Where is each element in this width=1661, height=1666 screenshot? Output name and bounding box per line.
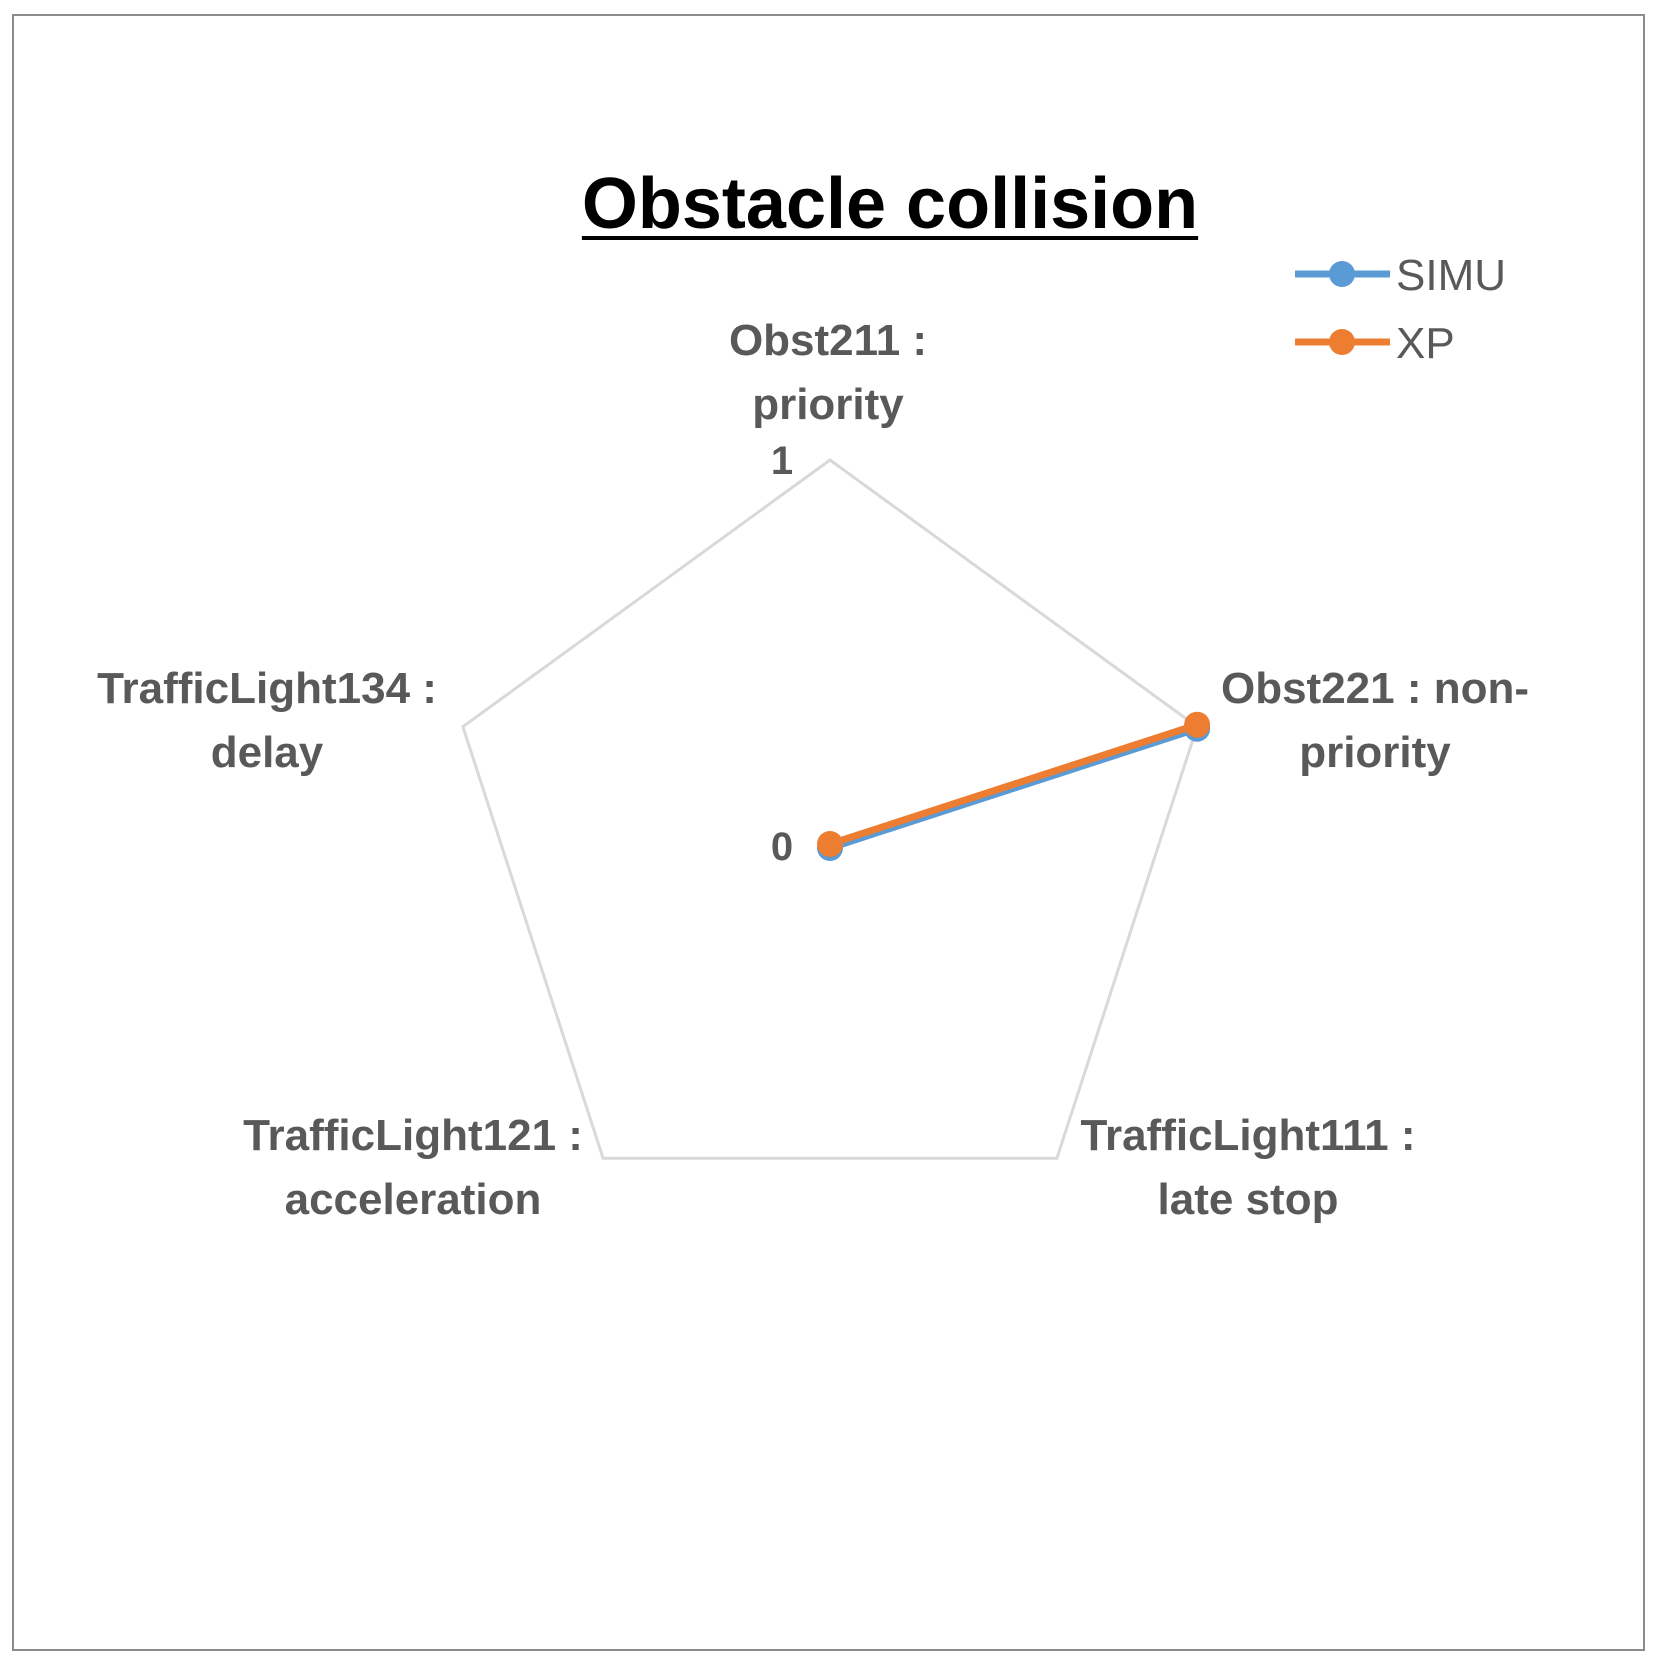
legend-entry-xp: XP xyxy=(1295,319,1455,368)
category-label: priority xyxy=(752,380,904,429)
category-label: TrafficLight111 : xyxy=(1081,1111,1416,1160)
legend: SIMU XP xyxy=(1295,251,1506,368)
radar-grid xyxy=(461,458,1199,1160)
radar-outer-ring xyxy=(461,458,1199,1160)
category-label: Obst221 : non- xyxy=(1221,664,1529,713)
category-label: late stop xyxy=(1158,1175,1339,1224)
legend-marker xyxy=(1329,261,1355,287)
data-series xyxy=(817,711,1211,861)
legend-marker xyxy=(1329,329,1355,355)
category-label: TrafficLight121 : xyxy=(243,1111,583,1160)
series-line xyxy=(828,721,1199,848)
chart-title-group: Obstacle collision xyxy=(581,164,1199,244)
legend-label: XP xyxy=(1396,319,1455,368)
category-label: TrafficLight134 : xyxy=(97,664,437,713)
radial-ticks: 01 xyxy=(771,439,793,869)
data-point xyxy=(817,831,843,857)
series-xp xyxy=(817,711,1211,857)
tick-label: 0 xyxy=(771,825,793,869)
chart-title: Obstacle collision xyxy=(582,164,1198,244)
category-label: priority xyxy=(1299,728,1451,777)
data-point xyxy=(1184,711,1211,738)
category-label: Obst211 : xyxy=(729,316,927,365)
tick-label: 1 xyxy=(771,439,793,483)
category-label: acceleration xyxy=(285,1175,542,1224)
legend-label: SIMU xyxy=(1396,251,1506,300)
legend-entry-simu: SIMU xyxy=(1295,251,1506,300)
series-line xyxy=(828,725,1199,852)
category-label: delay xyxy=(211,728,324,777)
